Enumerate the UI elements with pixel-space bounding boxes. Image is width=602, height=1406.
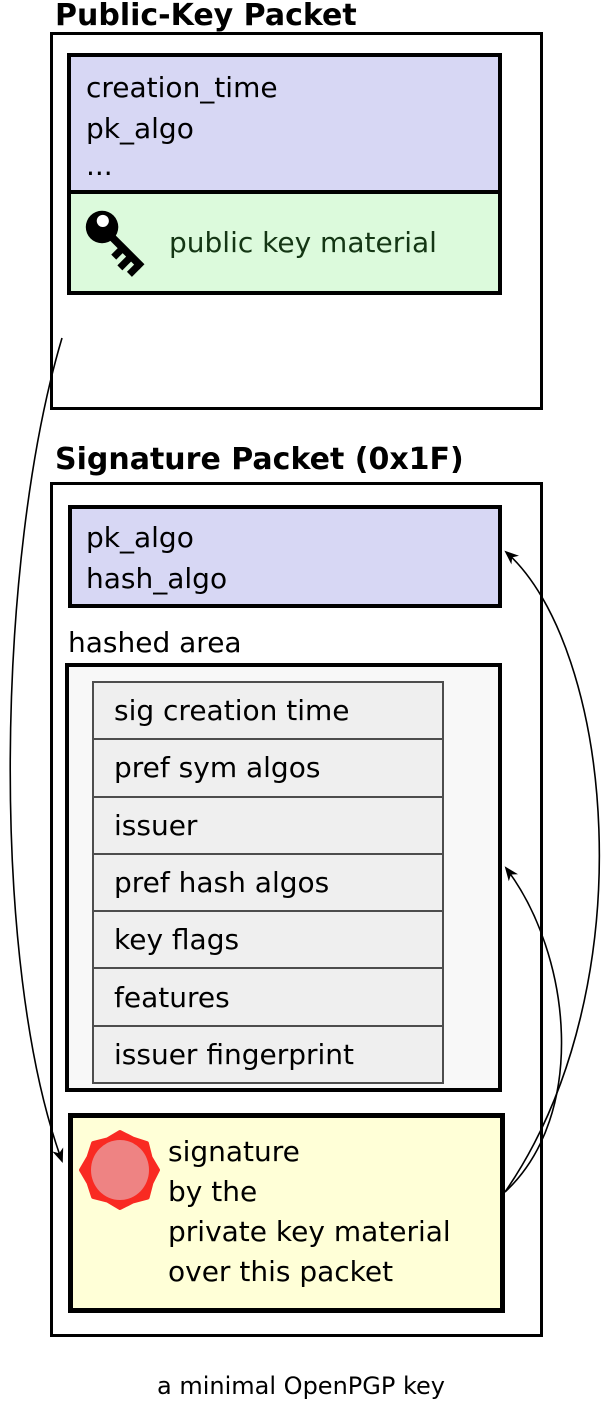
public-key-packet-title: Public-Key Packet <box>55 0 357 33</box>
hashed-row-key-flags: key flags <box>94 910 442 967</box>
hashed-row-sig-creation-time: sig creation time <box>114 694 350 728</box>
field-ellipsis: ... <box>86 149 113 182</box>
hashed-area-box: sig creation time pref sym algos issuer … <box>65 663 502 1092</box>
field-pk-algo: pk_algo <box>86 112 194 145</box>
key-icon <box>85 210 145 277</box>
hashed-subpacket-list: sig creation time pref sym algos issuer … <box>92 681 444 1084</box>
field-pk-algo: pk_algo <box>86 521 194 554</box>
public-key-material-label: public key material <box>169 226 437 259</box>
hashed-row-issuer: issuer <box>94 795 442 853</box>
hashed-area-label: hashed area <box>68 626 242 659</box>
hashed-row-issuer-fingerprint: issuer fingerprint <box>94 1024 442 1082</box>
public-key-material-section: public key material <box>71 194 498 291</box>
public-key-packet-contents: creation_time pk_algo ... public key mat… <box>67 53 502 295</box>
hashed-row-pref-sym-algos: pref sym algos <box>94 738 442 795</box>
field-creation-time: creation_time <box>86 71 278 104</box>
signature-value-box: signature by the private key material ov… <box>68 1113 505 1313</box>
signature-description: signature by the private key material ov… <box>168 1135 451 1288</box>
hashed-row-pref-hash-algos: pref hash algos <box>94 852 442 910</box>
public-key-fields-section: creation_time pk_algo ... <box>71 57 498 194</box>
signature-packet-title: Signature Packet (0x1F) <box>55 442 464 477</box>
hashed-row-features: features <box>94 967 442 1024</box>
field-hash-algo: hash_algo <box>86 562 228 595</box>
signature-algo-fields-box: pk_algo hash_algo <box>68 505 502 608</box>
diagram-caption: a minimal OpenPGP key <box>157 1372 445 1400</box>
seal-icon <box>79 1130 160 1210</box>
